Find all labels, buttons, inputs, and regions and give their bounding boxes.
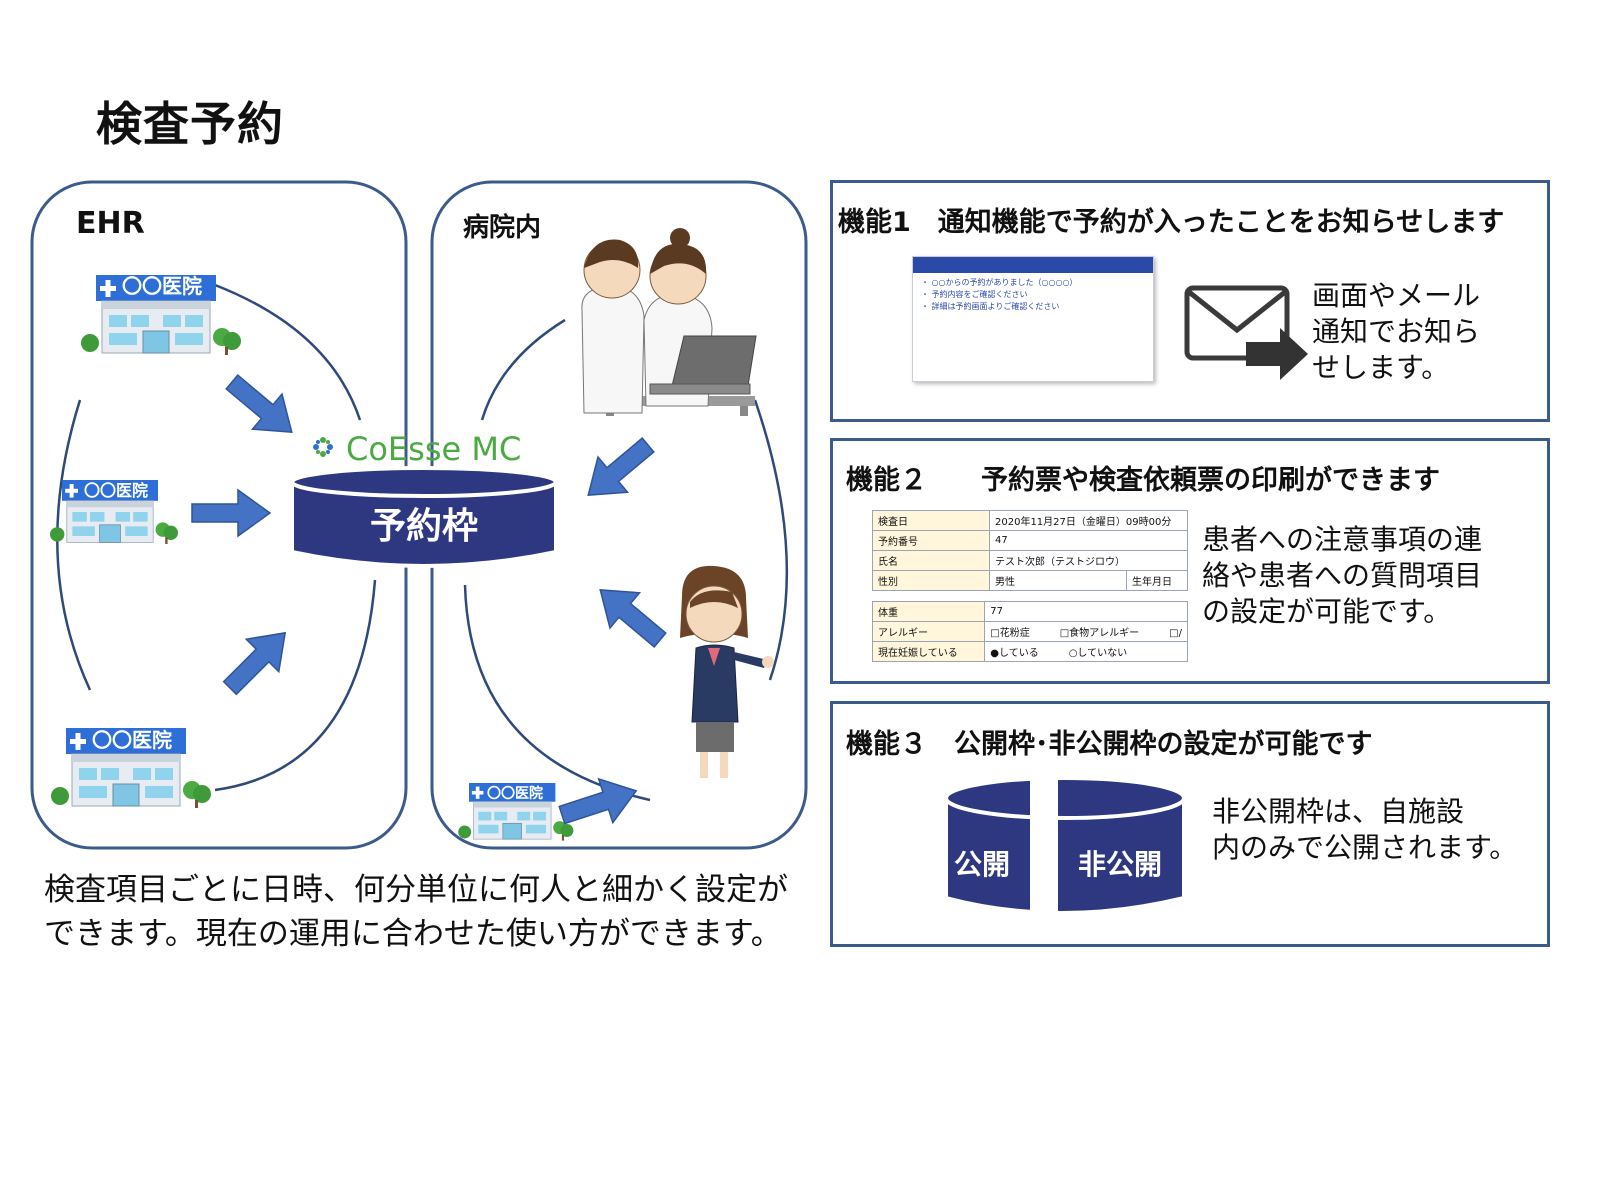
form-value: テスト次郎（テストジロウ） <box>989 550 1188 571</box>
description-line: 内のみで公開されます。 <box>1212 831 1518 864</box>
form-table: 検査日 2020年11月27日（金曜日）09時00分 予約番号 47 氏名 テス… <box>872 510 1188 591</box>
form-value: □花粉症 □食物アレルギー □/ <box>984 621 1188 642</box>
form-value: 77 <box>984 601 1188 622</box>
notification-screenshot: ・ ○○からの予約がありました（○○○○） ・ 予約内容をご確認ください ・ 詳… <box>912 256 1154 382</box>
form-value: 男性 <box>989 570 1127 591</box>
clinic-name: 〇〇医院 <box>92 728 172 752</box>
footnote: 検査項目ごとに日時、何分単位に何人と細かく設定が できます。現在の運用に合わせた… <box>44 868 824 956</box>
description-line: 患者への注意事項の連 <box>1202 523 1483 556</box>
arrow-icon <box>584 571 676 659</box>
reservation-database <box>290 466 558 568</box>
description-line: 画面やメール <box>1312 279 1481 312</box>
feature3-panel <box>830 701 1550 947</box>
description-line: 通知でお知ら <box>1312 315 1481 348</box>
arrow-icon <box>191 489 271 537</box>
description-line: せします。 <box>1312 351 1450 384</box>
arrow-icon <box>212 615 303 706</box>
form-row: 検査日 2020年11月27日（金曜日）09時00分 <box>872 510 1188 531</box>
feature2-description: 患者への注意事項の連 絡や患者への質問項目 の設定が可能です。 <box>1202 522 1522 630</box>
ehr-label: EHR <box>76 206 145 241</box>
screenshot-header <box>913 257 1153 273</box>
form-value: ●している ○していない <box>984 641 1188 662</box>
logo-text: CoEsse MC <box>346 430 521 468</box>
form-value: 47 <box>989 530 1188 551</box>
split-database: 公開 非公開 <box>944 774 1186 924</box>
footnote-line: できます。現在の運用に合わせた使い方ができます。 <box>44 916 782 952</box>
logo-icon <box>313 437 333 457</box>
form-label: アレルギー <box>871 621 986 642</box>
form-value: 2020年11月27日（金曜日）09時00分 <box>989 510 1188 531</box>
form-label: 予約番号 <box>872 530 990 551</box>
form-row: アレルギー □花粉症 □食物アレルギー □/ <box>871 621 1188 642</box>
reservation-form: 検査日 2020年11月27日（金曜日）09時00分 予約番号 47 氏名 テス… <box>871 510 1188 662</box>
clinic-name: 〇〇医院 <box>84 481 148 500</box>
screenshot-line: ・ 予約内容をご確認ください <box>921 290 1028 299</box>
mail-icon <box>1184 285 1308 380</box>
page-title: 検査予約 <box>96 97 284 151</box>
form-row: 氏名 テスト次郎（テストジロウ） <box>872 550 1188 571</box>
public-label: 公開 <box>954 848 1010 881</box>
arrow-icon <box>572 426 664 514</box>
form-table: 体重 77 アレルギー □花粉症 □食物アレルギー □/ 現在妊娠している ●し… <box>871 601 1188 662</box>
form-row: 体重 77 <box>871 601 1188 622</box>
screenshot-line: ・ ○○からの予約がありました（○○○○） <box>921 278 1078 287</box>
clinic-name: 〇〇医院 <box>122 274 202 298</box>
form-row: 現在妊娠している ●している ○していない <box>871 641 1188 662</box>
form-extra: 生年月日 <box>1126 570 1188 591</box>
description-line: 非公開枠は、自施設 <box>1212 795 1465 828</box>
description-line: の設定が可能です。 <box>1202 595 1452 628</box>
feature1-description: 画面やメール 通知でお知ら せします。 <box>1312 278 1532 386</box>
hospital-label: 病院内 <box>463 212 541 243</box>
screenshot-line: ・ 詳細は予約画面よりご確認ください <box>921 302 1060 311</box>
form-row: 予約番号 47 <box>872 530 1188 551</box>
nurses-illustration <box>581 228 757 416</box>
receptionist-illustration <box>680 565 774 778</box>
clinic-name: 〇〇医院 <box>487 785 543 802</box>
form-label: 体重 <box>871 601 986 622</box>
feature3-description: 非公開枠は、自施設 内のみで公開されます。 <box>1212 794 1522 866</box>
feature3-title: 機能３ 公開枠･非公開枠の設定が可能です <box>846 729 1373 760</box>
form-label: 検査日 <box>872 510 990 531</box>
footnote-line: 検査項目ごとに日時、何分単位に何人と細かく設定が <box>44 872 788 908</box>
description-line: 絡や患者への質問項目 <box>1202 559 1483 592</box>
arrow-icon <box>216 363 308 451</box>
form-label: 性別 <box>872 570 990 591</box>
private-label: 非公開 <box>1078 848 1162 881</box>
form-label: 氏名 <box>872 550 990 571</box>
database-label: 予約枠 <box>370 506 478 547</box>
feature2-title: 機能２ 予約票や検査依頼票の印刷ができます <box>846 465 1440 496</box>
form-row: 性別 男性 生年月日 <box>872 570 1188 591</box>
feature1-title: 機能1 通知機能で予約が入ったことをお知らせします <box>838 207 1505 238</box>
form-label: 現在妊娠している <box>871 641 986 662</box>
reservation-diagram: EHR 病院内 〇〇医院 〇〇医院 〇〇医院 〇〇医院 CoEsse MC 予約… <box>30 180 808 850</box>
